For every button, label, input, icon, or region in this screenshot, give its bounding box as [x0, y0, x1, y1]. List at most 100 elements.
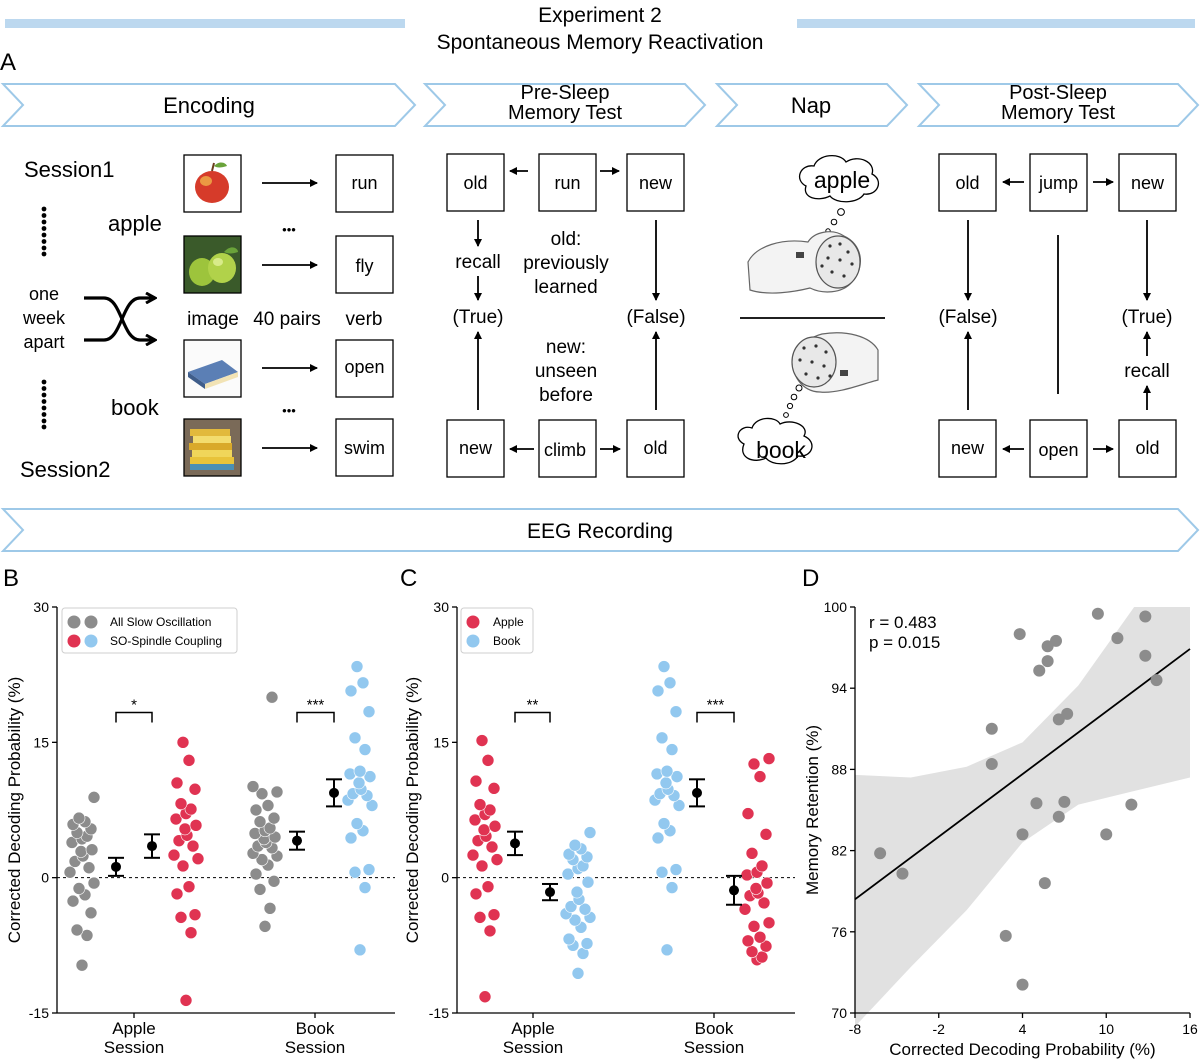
pre-new-bottom: new [459, 438, 493, 458]
data-point [753, 770, 767, 783]
data-point [659, 776, 673, 790]
panel-label-c: C [400, 565, 417, 592]
stat-r: r = 0.483 [869, 613, 937, 632]
data-point [749, 882, 763, 895]
data-point [665, 881, 679, 894]
data-point [874, 847, 887, 860]
data-point [655, 865, 669, 879]
data-point [263, 902, 277, 915]
data-point [176, 859, 190, 873]
pairs-label: 40 pairs [253, 309, 321, 330]
sleeping-head-bottom [791, 332, 879, 393]
post-cue-bottom: open [1038, 440, 1078, 460]
data-point [74, 845, 88, 858]
data-point [1150, 674, 1163, 687]
data-point [985, 722, 998, 735]
y-tick-label: 0 [41, 870, 49, 886]
old-def-3: learned [534, 277, 597, 298]
y-axis-label: Memory Retention (%) [803, 725, 822, 895]
data-point [478, 990, 492, 1004]
data-point [356, 676, 370, 690]
category-label-line1: Book [296, 1019, 335, 1038]
new-def-3: before [539, 385, 593, 406]
stage-chevrons [0, 83, 1200, 552]
presleep-chevron [422, 83, 707, 127]
x-tick-label: 10 [1098, 1021, 1114, 1037]
image-tile-apple-red [183, 154, 242, 213]
panel-label-b: B [3, 565, 19, 592]
data-point [353, 764, 367, 778]
category-label-line2: Session [503, 1038, 563, 1057]
data-point [253, 883, 267, 896]
week-label: week [22, 308, 66, 328]
bubble-apple: apple [814, 167, 870, 193]
y-tick-label: 88 [831, 761, 847, 777]
data-point [564, 900, 578, 913]
verb-run: run [351, 173, 377, 193]
encoding-arrows [262, 179, 318, 452]
data-point [1052, 810, 1065, 823]
verb-open: open [344, 357, 384, 377]
data-point [362, 863, 376, 876]
mean-marker [147, 841, 157, 852]
post-false: (False) [938, 307, 997, 328]
data-point [184, 926, 198, 940]
data-point [63, 865, 77, 879]
data-point [1111, 632, 1124, 645]
stage-presleep-2: Memory Test [508, 102, 623, 124]
horizontal-dots-bottom: ••• [282, 403, 296, 418]
post-cue-top: jump [1038, 173, 1078, 193]
panel-label-d: D [802, 565, 819, 592]
data-point [759, 828, 773, 841]
data-point [481, 754, 495, 767]
data-point [745, 945, 759, 958]
presleep-boxes [446, 153, 685, 478]
data-point [669, 705, 683, 718]
y-tick-label: 100 [824, 599, 848, 615]
data-point [344, 831, 358, 845]
data-point [753, 930, 767, 944]
data-point [568, 838, 582, 852]
category-label-line2: Session [684, 1038, 744, 1057]
data-point [170, 776, 184, 790]
data-point [669, 863, 683, 876]
header-subtitle: Spontaneous Memory Reactivation [437, 31, 764, 54]
data-point [1030, 797, 1043, 810]
confidence-band [855, 607, 1190, 1027]
new-def-2: unseen [535, 361, 597, 382]
mean-marker [329, 787, 339, 798]
data-point [267, 874, 281, 888]
data-point [261, 799, 275, 812]
data-point [570, 885, 584, 899]
pre-cue-bottom: climb [544, 440, 586, 460]
image-tile-apple-green [183, 235, 242, 294]
data-point [1050, 634, 1062, 647]
thought-bubble-apple [798, 155, 880, 242]
old-def-1: old: [551, 229, 582, 250]
data-point [488, 819, 502, 833]
data-point [246, 780, 260, 793]
significance-label: * [131, 697, 137, 714]
data-point [270, 785, 284, 799]
x-tick-label: -8 [849, 1021, 862, 1037]
data-point [178, 822, 192, 836]
data-point [84, 906, 98, 920]
data-point [182, 880, 196, 893]
data-point [485, 840, 499, 854]
data-point [762, 752, 776, 765]
header-bar-right [797, 19, 1195, 28]
data-point [757, 896, 771, 910]
significance-bracket [296, 711, 335, 723]
data-point [759, 939, 773, 953]
data-point [1139, 649, 1152, 662]
data-point [352, 776, 366, 790]
data-point [350, 817, 364, 830]
postsleep-boxes [938, 153, 1177, 478]
data-point [660, 764, 674, 778]
data-point [762, 916, 776, 930]
data-point [483, 924, 497, 938]
legend-label: Apple [493, 615, 524, 629]
